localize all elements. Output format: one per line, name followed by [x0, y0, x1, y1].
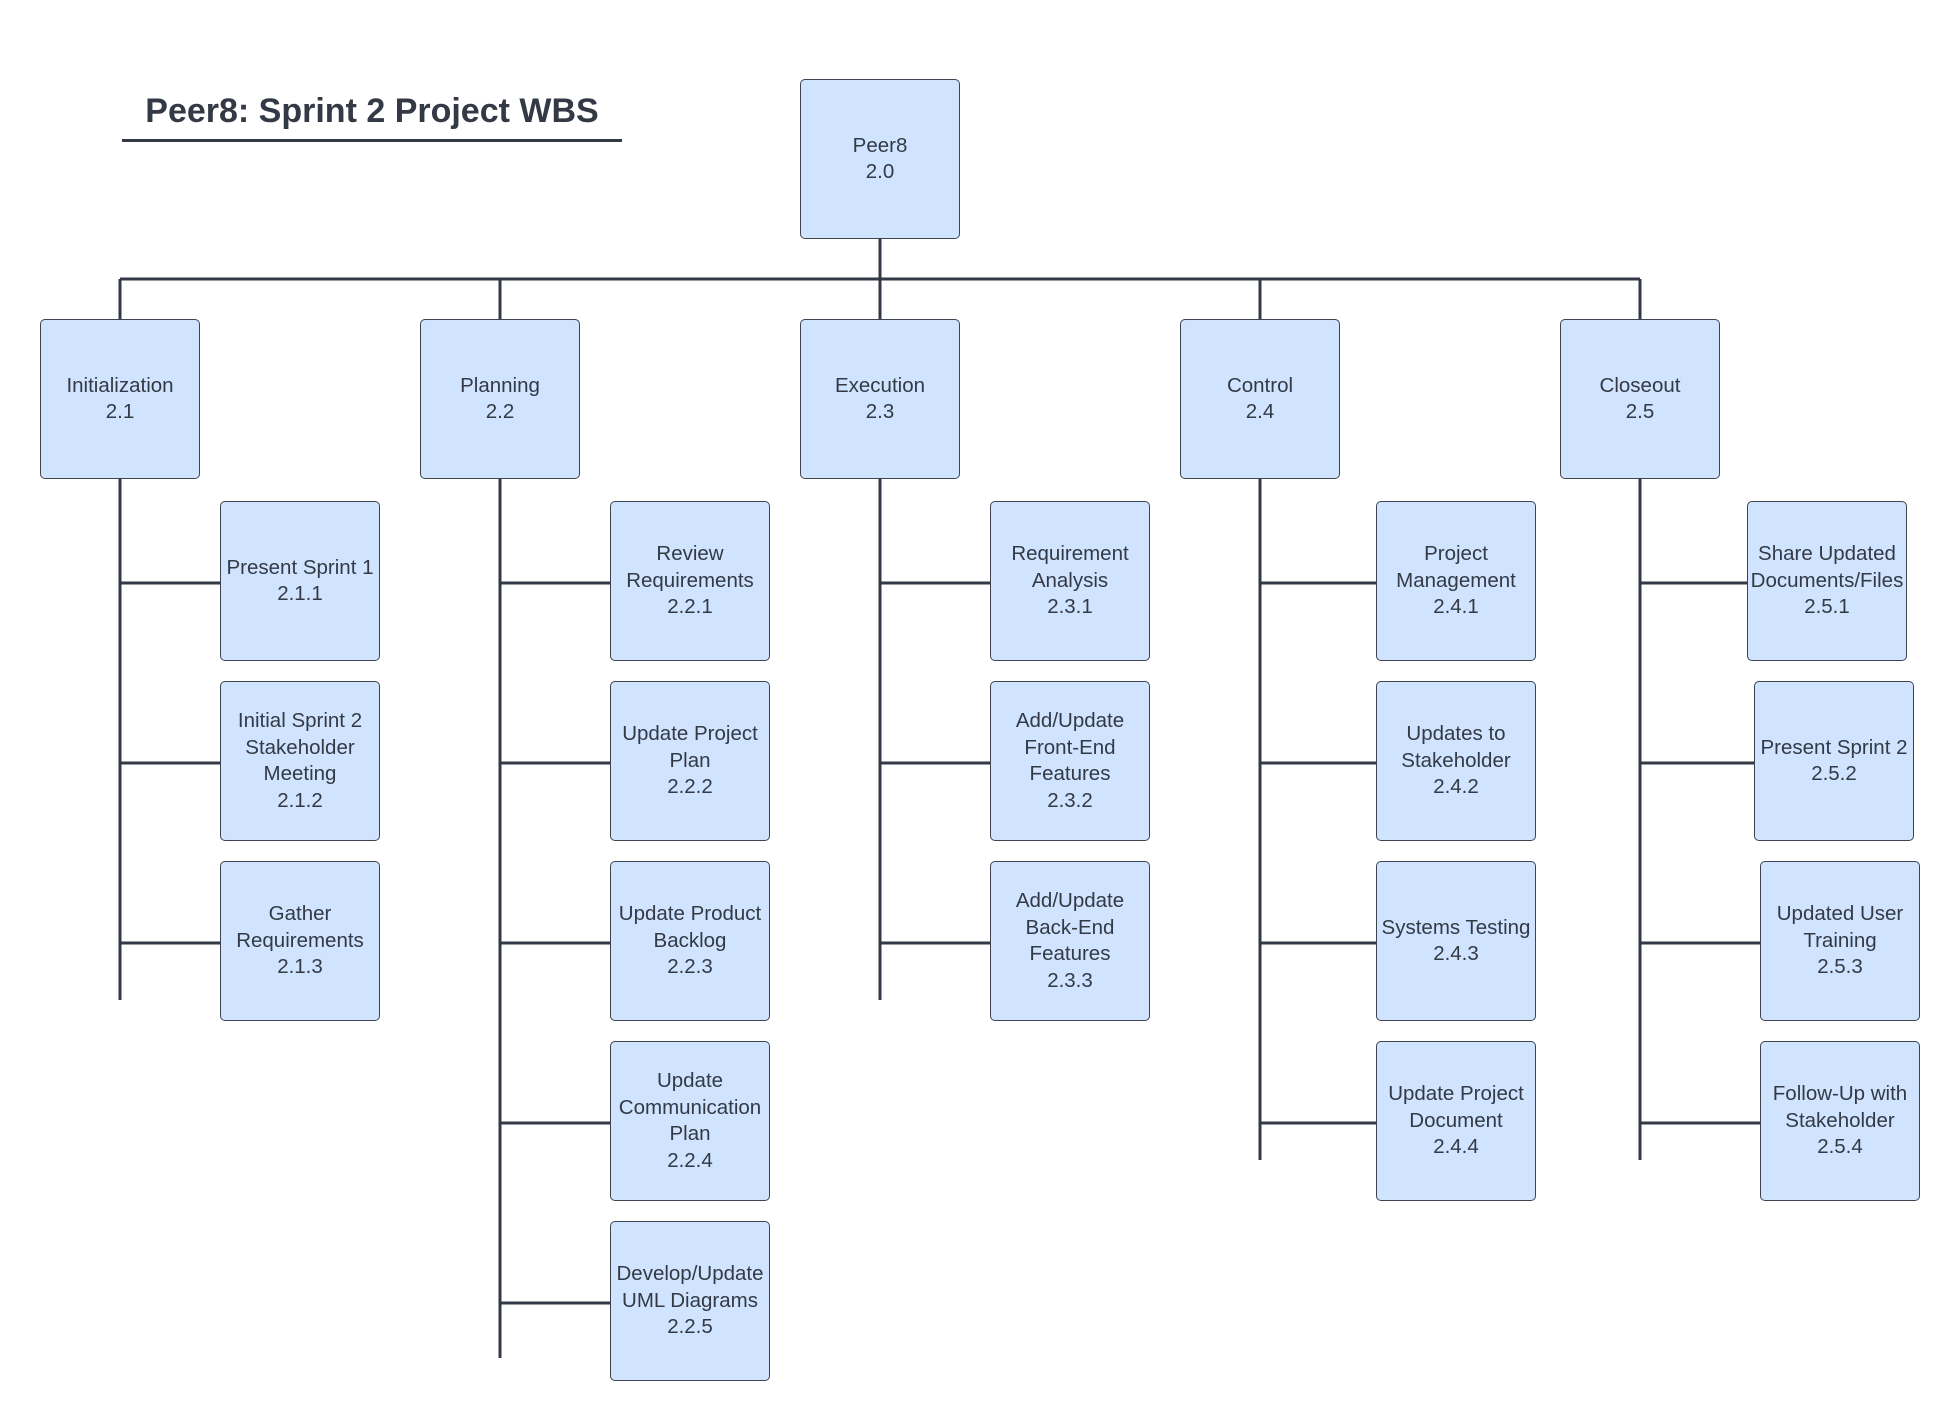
root-node: Peer8 2.0: [800, 79, 960, 239]
task-code: 2.1.3: [277, 955, 323, 979]
diagram-title: Peer8: Sprint 2 Project WBS: [122, 86, 622, 142]
phase-code: 2.4: [1245, 400, 1275, 423]
task-label: Updates to Stakeholder: [1401, 722, 1511, 772]
phase-label: Execution: [834, 373, 926, 397]
task-node-2.1.2: Initial Sprint 2 Stakeholder Meeting 2.1.…: [220, 681, 380, 841]
task-code: 2.4.2: [1433, 775, 1479, 799]
task-label: Add/Update Back-End Features: [1015, 889, 1125, 965]
task-node-2.2.5: Develop/Update UML Diagrams 2.2.5: [610, 1221, 770, 1381]
task-label: Present Sprint 1: [226, 555, 374, 579]
phase-node-2.3: Execution 2.3: [800, 319, 960, 479]
task-code: 2.3.1: [1047, 595, 1093, 619]
task-node-2.5.1: Share Updated Documents/Files 2.5.1: [1747, 501, 1907, 661]
root-code: 2.0: [865, 160, 895, 183]
task-code: 2.2.5: [667, 1315, 713, 1339]
phase-node-2.4: Control 2.4: [1180, 319, 1340, 479]
root-label: Peer8: [852, 133, 908, 157]
task-label: Follow-Up with Stakeholder: [1772, 1082, 1908, 1132]
task-label: Requirement Analysis: [1011, 542, 1129, 592]
task-label: Review Requirements: [626, 542, 754, 592]
task-code: 2.2.1: [667, 595, 713, 619]
phase-node-2.5: Closeout 2.5: [1560, 319, 1720, 479]
phase-code: 2.2: [485, 400, 515, 423]
task-label: Share Updated Documents/Files: [1750, 542, 1904, 592]
phase-code: 2.3: [865, 400, 895, 423]
phase-label: Initialization: [66, 373, 174, 397]
task-code: 2.5.4: [1817, 1135, 1863, 1159]
task-label: Update Product Backlog: [618, 902, 762, 952]
task-label: Project Management: [1396, 542, 1516, 592]
task-code: 2.5.2: [1811, 762, 1857, 785]
task-code: 2.2.2: [667, 775, 713, 799]
task-code: 2.4.1: [1433, 595, 1479, 619]
task-node-2.4.2: Updates to Stakeholder 2.4.2: [1376, 681, 1536, 841]
phase-code: 2.5: [1625, 400, 1655, 423]
task-code: 2.5.1: [1804, 595, 1850, 619]
task-node-2.3.3: Add/Update Back-End Features 2.3.3: [990, 861, 1150, 1021]
task-label: Update Project Document: [1388, 1082, 1524, 1132]
task-node-2.1.1: Present Sprint 1 2.1.1: [220, 501, 380, 661]
task-node-2.1.3: Gather Requirements 2.1.3: [220, 861, 380, 1021]
task-label: Present Sprint 2: [1760, 735, 1908, 759]
task-node-2.2.1: Review Requirements 2.2.1: [610, 501, 770, 661]
task-node-2.2.4: Update Communication Plan 2.2.4: [610, 1041, 770, 1201]
task-node-2.5.4: Follow-Up with Stakeholder 2.5.4: [1760, 1041, 1920, 1201]
task-code: 2.1.1: [277, 582, 323, 605]
task-node-2.5.3: Updated User Training 2.5.3: [1760, 861, 1920, 1021]
task-node-2.2.3: Update Product Backlog 2.2.3: [610, 861, 770, 1021]
phase-label: Planning: [460, 373, 540, 397]
phase-node-2.2: Planning 2.2: [420, 319, 580, 479]
task-code: 2.4.3: [1433, 942, 1479, 965]
task-label: Update Communication Plan: [618, 1069, 762, 1145]
task-node-2.3.1: Requirement Analysis 2.3.1: [990, 501, 1150, 661]
task-node-2.5.2: Present Sprint 2 2.5.2: [1754, 681, 1914, 841]
phase-node-2.1: Initialization 2.1: [40, 319, 200, 479]
task-label: Initial Sprint 2 Stakeholder Meeting: [237, 709, 363, 785]
task-node-2.3.2: Add/Update Front-End Features 2.3.2: [990, 681, 1150, 841]
task-code: 2.4.4: [1433, 1135, 1479, 1159]
phase-label: Closeout: [1599, 373, 1681, 397]
task-node-2.4.3: Systems Testing 2.4.3: [1376, 861, 1536, 1021]
task-code: 2.2.3: [667, 955, 713, 979]
task-label: Update Project Plan: [622, 722, 758, 772]
task-label: Develop/Update UML Diagrams: [616, 1262, 764, 1312]
task-code: 2.3.3: [1047, 968, 1093, 992]
phase-label: Control: [1226, 373, 1294, 397]
task-node-2.2.2: Update Project Plan 2.2.2: [610, 681, 770, 841]
task-code: 2.2.4: [667, 1148, 713, 1172]
task-node-2.4.4: Update Project Document 2.4.4: [1376, 1041, 1536, 1201]
phase-code: 2.1: [105, 400, 135, 423]
task-code: 2.3.2: [1047, 788, 1093, 812]
task-label: Gather Requirements: [236, 902, 364, 952]
task-code: 2.1.2: [277, 788, 323, 812]
task-label: Systems Testing: [1381, 915, 1531, 939]
task-label: Updated User Training: [1776, 902, 1904, 952]
task-node-2.4.1: Project Management 2.4.1: [1376, 501, 1536, 661]
task-label: Add/Update Front-End Features: [1015, 709, 1125, 785]
task-code: 2.5.3: [1817, 955, 1863, 979]
